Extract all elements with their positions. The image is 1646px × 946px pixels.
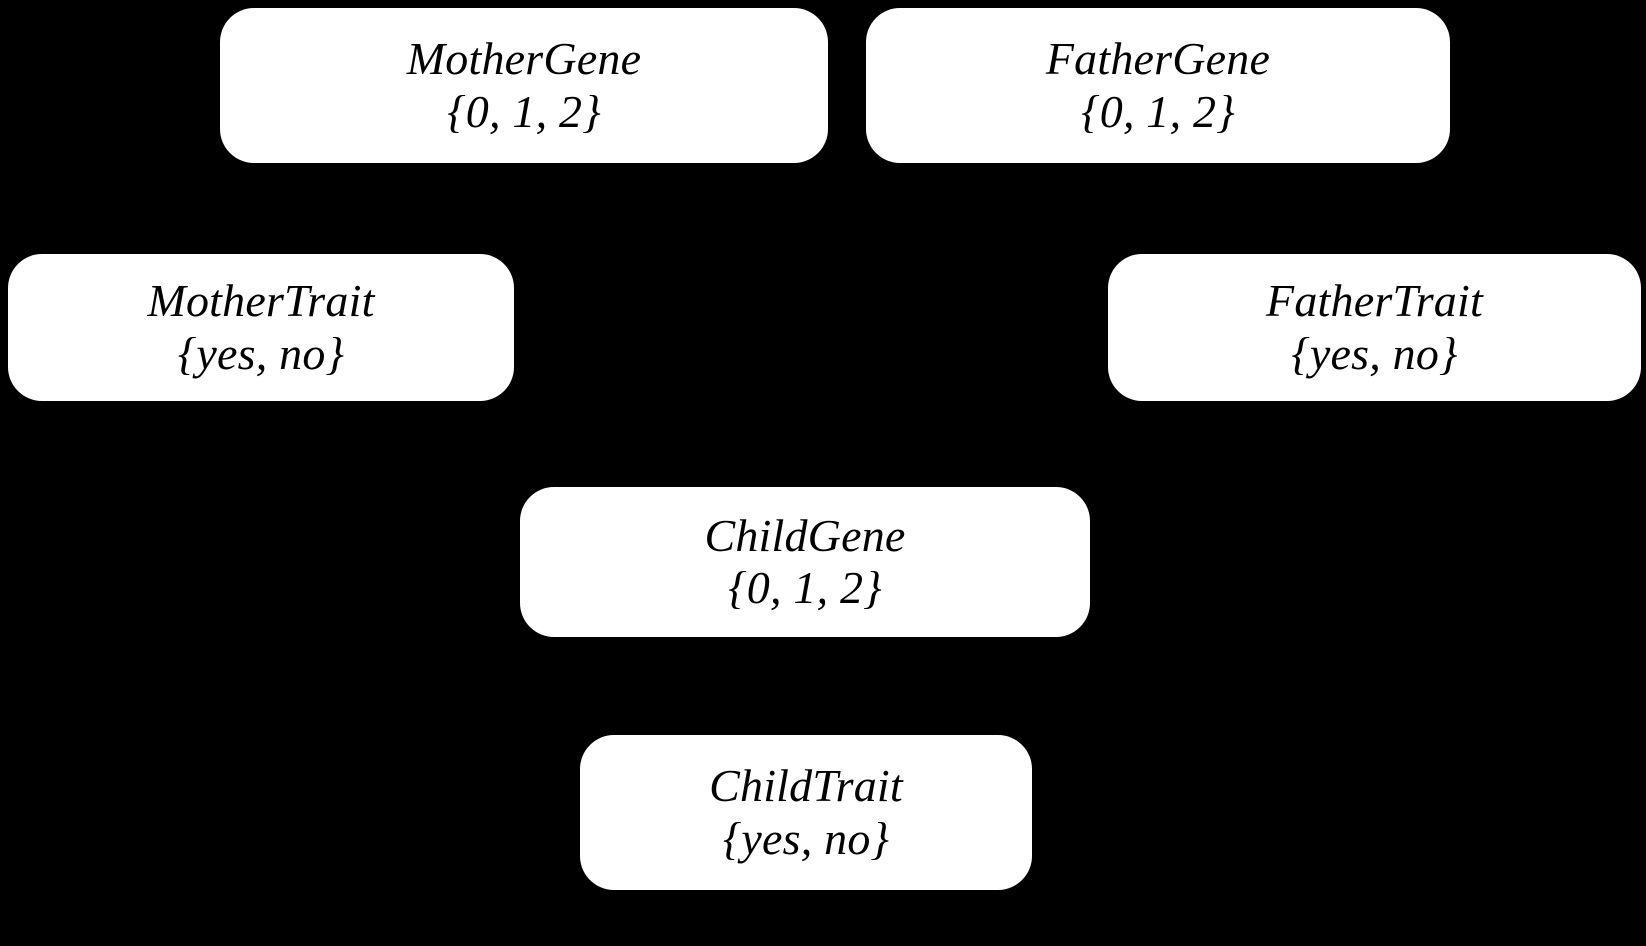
node-child-trait-domain: {yes, no}	[722, 812, 890, 864]
node-father-gene-domain: {0, 1, 2}	[1081, 85, 1235, 137]
node-father-trait[interactable]: FatherTrait {yes, no}	[1108, 254, 1641, 401]
node-mother-trait-domain: {yes, no}	[177, 327, 345, 379]
node-father-trait-domain: {yes, no}	[1291, 327, 1458, 379]
node-mother-gene-domain: {0, 1, 2}	[447, 85, 601, 137]
node-child-trait[interactable]: ChildTrait {yes, no}	[580, 735, 1032, 890]
node-father-gene-title: FatherGene	[1045, 33, 1271, 85]
node-mother-trait[interactable]: MotherTrait {yes, no}	[8, 254, 514, 401]
node-father-gene[interactable]: FatherGene {0, 1, 2}	[866, 8, 1450, 163]
node-child-gene-domain: {0, 1, 2}	[728, 562, 882, 613]
node-child-trait-title: ChildTrait	[709, 760, 903, 812]
node-mother-gene[interactable]: MotherGene {0, 1, 2}	[220, 8, 828, 163]
node-father-trait-title: FatherTrait	[1266, 275, 1483, 327]
node-child-gene-title: ChildGene	[704, 509, 906, 561]
node-child-gene[interactable]: ChildGene {0, 1, 2}	[520, 487, 1090, 637]
node-mother-gene-title: MotherGene	[406, 33, 642, 85]
node-mother-trait-title: MotherTrait	[147, 275, 375, 327]
